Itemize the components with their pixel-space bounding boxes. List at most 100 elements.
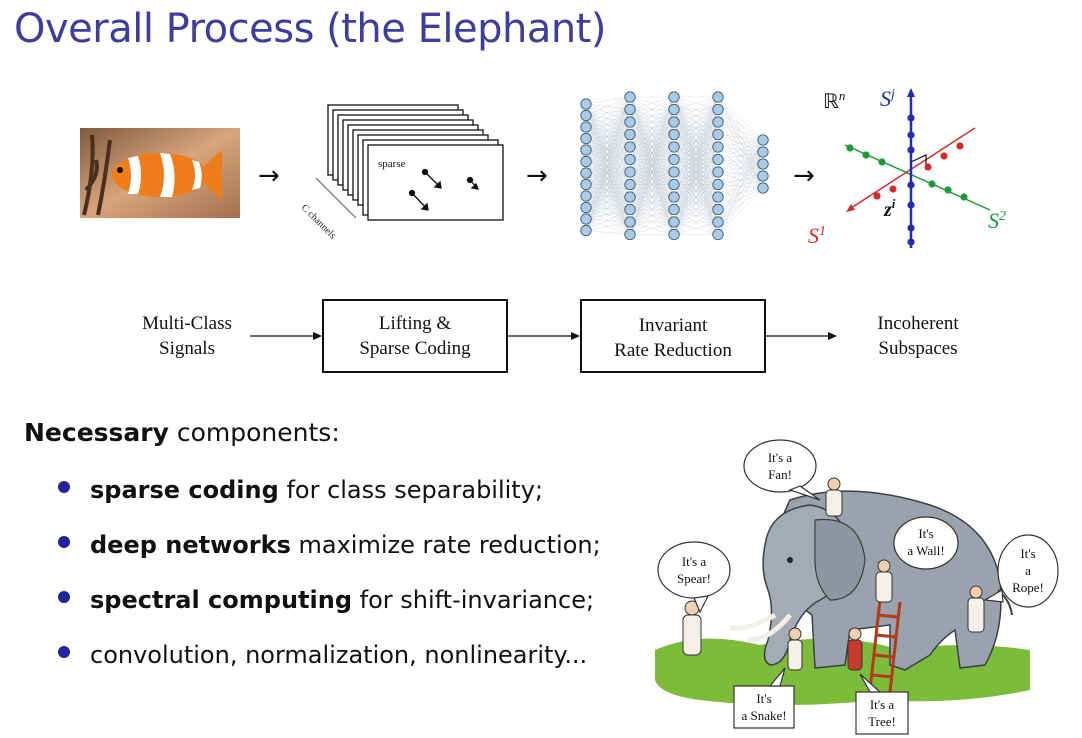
subspace-j-point — [907, 114, 915, 122]
network-node — [580, 98, 592, 110]
bubble-fan-line2: Fan! — [768, 467, 792, 482]
network-node — [624, 178, 636, 191]
network-node — [580, 190, 592, 202]
network-node — [712, 141, 724, 153]
network-node — [624, 116, 636, 128]
subspace-2-point — [928, 180, 936, 188]
subspace-1-point — [924, 163, 932, 171]
network-node — [712, 203, 724, 216]
list-item: deep networks maximize rate reduction; — [58, 525, 601, 580]
bubble-tree-line1: It's a — [870, 697, 895, 712]
space-label: ℝn — [823, 88, 845, 113]
subspace-j-point — [907, 146, 915, 154]
network-node — [624, 216, 636, 228]
feature-map-stack — [327, 104, 504, 221]
subspace-j-point — [907, 131, 915, 139]
network-node — [624, 141, 636, 153]
network-node — [668, 216, 680, 228]
bubble-wall — [893, 516, 959, 570]
subspace-j-point — [907, 224, 915, 232]
list-item: spectral computing for shift-invariance; — [58, 580, 601, 635]
network-node — [757, 158, 769, 170]
bubble-rope-line2: a — [1025, 563, 1031, 578]
arrow-1: → — [258, 161, 280, 191]
input-label-line2: Signals — [159, 338, 215, 359]
bubble-fan-line1: It's a — [768, 450, 793, 465]
bubble-rope-line3: Rope! — [1012, 580, 1044, 595]
bullet-icon — [58, 481, 70, 493]
bubble-tree — [855, 691, 909, 735]
network-node — [712, 228, 724, 241]
network-node — [712, 116, 724, 128]
network-node — [712, 103, 724, 116]
bullet-icon — [58, 646, 70, 658]
subspace-j-point — [907, 181, 915, 189]
bullet-icon — [58, 536, 70, 548]
network-node — [580, 144, 592, 156]
network-node — [712, 166, 724, 178]
bubble-rope — [997, 534, 1059, 608]
rate-reduction-box — [580, 299, 766, 373]
arrow-3: → — [793, 161, 815, 191]
bubble-tree-line2: Tree! — [868, 714, 896, 729]
bubble-spear-line1: It's a — [682, 554, 707, 569]
network-node — [712, 178, 724, 191]
network-node — [624, 166, 636, 178]
subspace-1-point — [889, 185, 897, 193]
network-node — [668, 178, 680, 191]
lifting-box — [322, 299, 508, 373]
bubble-rope-line1: It's — [1020, 546, 1035, 561]
network-node — [624, 228, 636, 241]
network-node — [757, 134, 769, 146]
slide-title: Overall Process (the Elephant) — [14, 6, 606, 52]
network-node — [757, 146, 769, 158]
subspace-2-label: S2 — [988, 208, 1006, 233]
output-label-line1: Incoherent — [877, 313, 959, 334]
bullet-icon — [58, 591, 70, 603]
subspaces-plot: ℝn Sj zi S1 S2 — [808, 86, 1006, 248]
clownfish-image — [80, 128, 240, 218]
network-node — [668, 128, 680, 141]
network-node — [580, 201, 592, 214]
subspace-2-point — [960, 193, 968, 201]
components-list: sparse coding for class separability; de… — [58, 470, 601, 690]
sparse-label: sparse — [378, 158, 406, 170]
network-node — [624, 128, 636, 141]
network-node — [668, 91, 680, 103]
bubble-spear — [657, 541, 731, 599]
subspace-1-point — [940, 152, 948, 160]
lifting-box-line2: Sparse Coding — [359, 338, 471, 359]
network-node — [668, 141, 680, 153]
rate-box-line2: Rate Reduction — [614, 340, 732, 361]
list-item: convolution, normalization, nonlinearity… — [58, 635, 601, 690]
neural-network — [580, 91, 769, 241]
network-node — [668, 153, 680, 166]
arrow-2: → — [526, 161, 548, 191]
bubble-snake-line2: a Snake! — [741, 708, 786, 723]
network-node — [712, 216, 724, 228]
network-node — [668, 203, 680, 216]
subspace-2-point — [878, 158, 886, 166]
network-node — [624, 91, 636, 103]
network-node — [580, 132, 592, 145]
subspace-1-point — [956, 142, 964, 150]
network-node — [757, 170, 769, 182]
bubble-snake — [733, 685, 795, 729]
network-node — [580, 155, 592, 168]
bubble-wall-line2: a Wall! — [907, 543, 944, 558]
network-node — [668, 166, 680, 178]
network-node — [624, 103, 636, 116]
network-node — [580, 213, 592, 225]
subspace-2-point — [944, 186, 952, 194]
network-node — [624, 203, 636, 216]
network-node — [580, 109, 592, 122]
network-node — [668, 191, 680, 203]
bubble-fan — [743, 439, 817, 493]
network-node — [624, 153, 636, 166]
network-node — [580, 178, 592, 191]
input-label-line1: Multi-Class — [142, 313, 232, 334]
rate-box-line1: Invariant — [639, 315, 708, 336]
network-node — [580, 121, 592, 133]
subspace-2-point — [862, 151, 870, 159]
